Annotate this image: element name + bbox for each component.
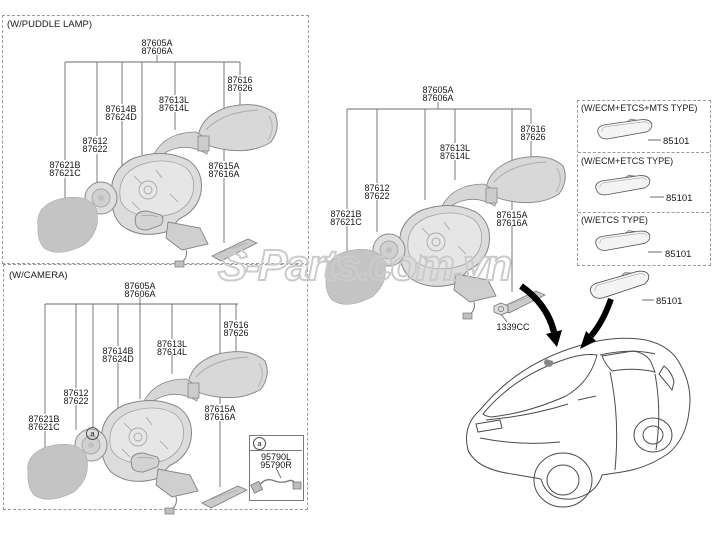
wiring-subbox	[249, 435, 304, 501]
part-label-wiring: 95790L 95790R	[260, 452, 292, 471]
part-label-assembly-camera: 87605A 87606A	[124, 281, 156, 300]
side-mirror-assembly-drawing-puddle	[37, 104, 278, 268]
part-label-actuator-camera: 87612 87622	[63, 388, 89, 407]
part-label-assembly-standard: 87605A 87606A	[422, 85, 454, 104]
part-label-repeater-puddle: 87615A 87616A	[208, 161, 240, 180]
camera-box-title: (W/CAMERA)	[9, 270, 68, 281]
wiring-subbox-divider	[250, 450, 302, 451]
part-label-glass-standard: 87621B 87621C	[330, 209, 362, 228]
leader-lines-camera	[44, 297, 282, 487]
part-label-nut: 1339CC	[496, 322, 530, 332]
mirror-types-divider-1	[578, 152, 709, 153]
part-label-puddle-lamp-puddle: 87614B 87624D	[105, 104, 137, 123]
part-label-puddle-lamp-camera: 87614B 87624D	[102, 346, 134, 365]
wire-harness-drawing	[250, 479, 302, 494]
part-label-inside-mirror-4: 85101	[656, 296, 683, 307]
part-label-assembly-puddle: 87605A 87606A	[141, 38, 173, 57]
part-label-glass-puddle: 87621B 87621C	[49, 160, 81, 179]
mirror-types-divider-2	[578, 212, 709, 213]
install-arrow-side-mirror	[519, 283, 562, 347]
leader-lines-standard	[346, 102, 532, 323]
vehicle-drawing	[466, 337, 691, 508]
leader-lines-inside-mirrors	[642, 139, 664, 301]
part-label-cover-camera: 87616 87626	[223, 320, 249, 339]
part-label-actuator-standard: 87612 87622	[364, 183, 390, 202]
rearview-mirror-drawing-4	[587, 268, 652, 301]
type-ecm-etcs-title: (W/ECM+ETCS TYPE)	[581, 156, 674, 166]
camera-option-box	[3, 264, 308, 510]
rearview-mirror-drawing-1	[597, 118, 653, 140]
type-ecm-etcs-mts-title: (W/ECM+ETCS+MTS TYPE)	[581, 103, 698, 113]
type-etcs-title: (W/ETCS TYPE)	[581, 215, 648, 225]
nut-drawing	[493, 302, 509, 316]
install-arrow-rearview-mirror	[580, 298, 614, 349]
part-label-cover-standard: 87616 87626	[520, 124, 546, 143]
part-label-bracket-standard: 87613L 87614L	[439, 143, 471, 162]
marker-a-subbox: a	[253, 437, 266, 450]
puddle-lamp-box-title: (W/PUDDLE LAMP)	[7, 19, 92, 30]
rearview-mirror-drawing-3	[595, 229, 651, 251]
part-label-glass-camera: 87621B 87621C	[28, 414, 60, 433]
part-label-bracket-puddle: 87613L 87614L	[158, 95, 190, 114]
part-label-repeater-camera: 87615A 87616A	[204, 404, 236, 423]
part-label-actuator-puddle: 87612 87622	[82, 136, 108, 155]
part-label-inside-mirror-2: 85101	[666, 193, 693, 204]
part-label-inside-mirror-3: 85101	[665, 249, 692, 260]
part-label-cover-puddle: 87616 87626	[227, 75, 253, 94]
rearview-mirror-drawing-2	[595, 174, 651, 196]
mirror-types-box	[577, 100, 711, 266]
part-label-bracket-camera: 87613L 87614L	[156, 339, 188, 358]
side-mirror-assembly-drawing-camera	[27, 351, 268, 515]
part-label-repeater-standard: 87615A 87616A	[496, 210, 528, 229]
marker-a-camera: a	[86, 427, 99, 440]
part-label-inside-mirror-1: 85101	[663, 136, 690, 147]
puddle-lamp-option-box	[2, 15, 309, 264]
